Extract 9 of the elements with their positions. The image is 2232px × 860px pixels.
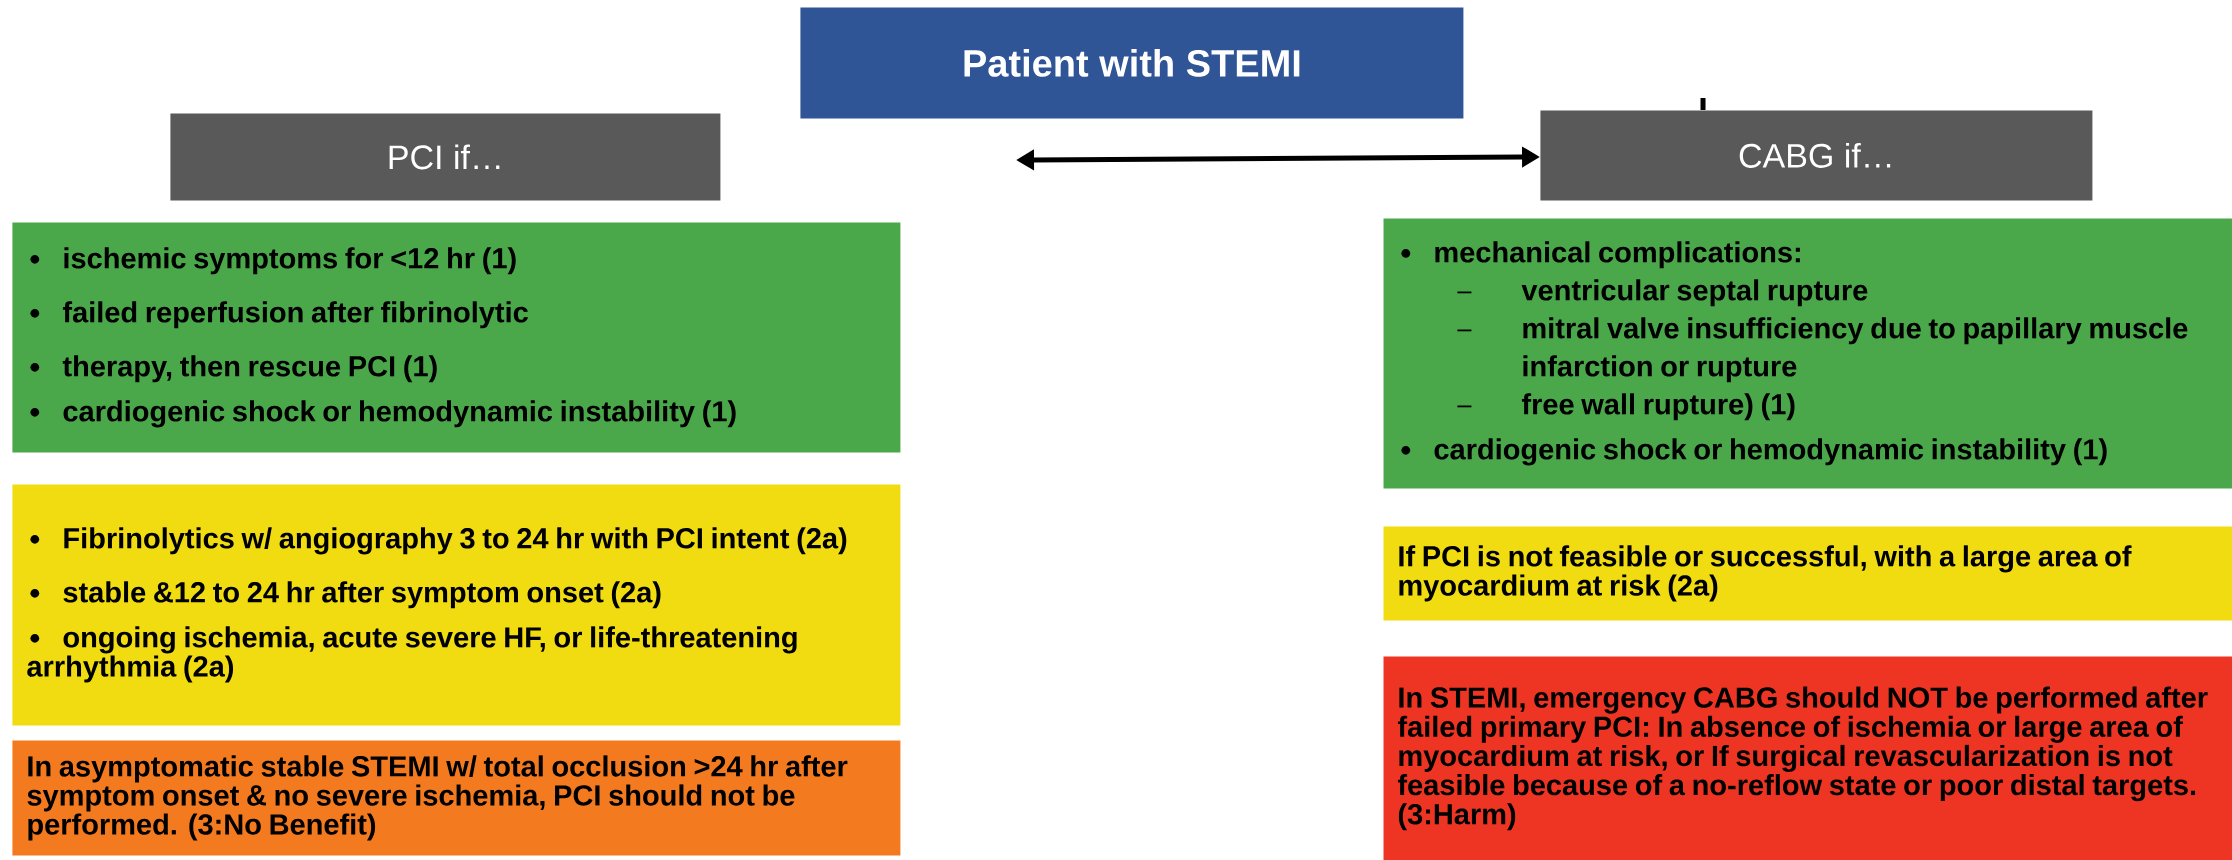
criteria-box: mechanical complications: ventricular septal rupture mitral valve insufficiency due to papillary muscle infarction or rupture free wall rupture) (1) cardiogenic shock or hemodynamic instability (1) <box>1383 218 2232 489</box>
criteria-box: In STEMI, emergency CABG should NOT be performed after failed primary PCI: In absence of ischemia or large area of myocardium at risk, or If surgical revascularization is not feasible because of a no-reflow state or poor distal targets. (3:Harm) <box>1383 656 2232 860</box>
criteria-box: If PCI is not feasible or successful, with a large area of myocardium at risk (2a) <box>1383 526 2232 621</box>
header-box: PCI if… <box>170 113 721 201</box>
header-box: CABG if… <box>1540 110 2093 201</box>
criteria-box: In asymptomatic stable STEMI w/ total occlusion >24 hr after symptom onset & no severe ischemia, PCI should not be performed. (3:No Benefit) <box>12 740 901 856</box>
criteria-box: ischemic symptoms for <12 hr (1) failed reperfusion after fibrinolytic therapy, then rescue PCI (1) cardiogenic shock or hemodynamic instability (1) <box>12 222 901 453</box>
criteria-box: Fibrinolytics w/ angiography 3 to 24 hr with PCI intent (2a) stable &12 to 24 hr after symptom onset (2a) ongoing ischemia, acute severe HF, or life-threatening arrhythmia (2a) <box>12 484 901 726</box>
title-box: Patient with STEMI <box>800 7 1464 119</box>
